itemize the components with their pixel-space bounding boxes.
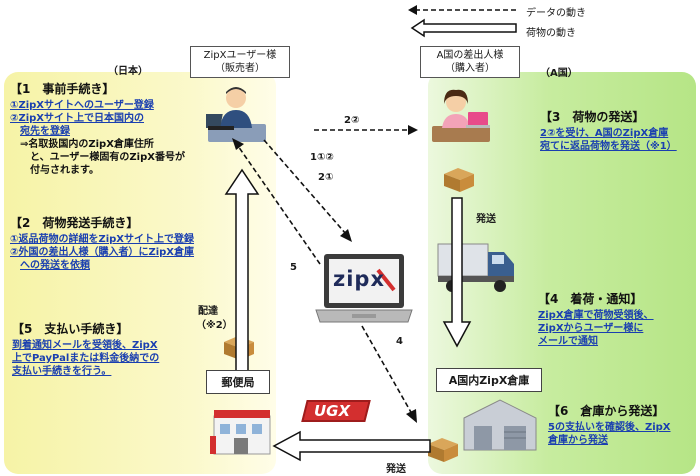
ugx-logo: UGX: [314, 402, 351, 420]
user-label-line2: （販売者）: [215, 63, 265, 74]
step-1-title: 【1 事前手続き】: [10, 82, 115, 96]
step-1-line1: ①ZipXサイトへのユーザー登録: [10, 100, 154, 111]
step-3-line1: 2②を受け、A国のZipX倉庫: [540, 128, 669, 139]
step-2-line2: ②外国の差出人様（購入者）にZipX倉庫: [10, 247, 195, 258]
sender-label: A国の差出人様 （購入者）: [420, 46, 520, 78]
parcel-icon-a: [444, 168, 474, 192]
step-5-line1: 到着通知メールを受領後、ZipX: [12, 340, 158, 351]
step-2: 【2 荷物発送手続き】 ①返品荷物の詳細をZipXサイト上で登録 ②外国の差出人…: [10, 214, 240, 272]
sender-person-icon: [432, 89, 490, 142]
step-1-line4: ⇒名取扱国内のZipX倉庫住所: [20, 139, 154, 150]
region-japan: （日本）: [108, 66, 148, 77]
parcel-icon-warehouse: [428, 438, 458, 462]
step-6: 【6 倉庫から発送】 5の支払いを確認後、ZipX 倉庫から発送: [548, 402, 694, 447]
step-1-line2: ②ZipXサイト上で日本国内の: [10, 113, 145, 124]
arrow-label-21: 2①: [318, 172, 334, 183]
step-4-title: 【4 着荷・通知】: [538, 292, 643, 306]
step-6-line2: 倉庫から発送: [548, 435, 608, 446]
sender-label-line1: A国の差出人様: [436, 50, 504, 61]
step-5-line2: 上でPayPalまたは料金後納での: [12, 353, 160, 364]
legend-arrows: [408, 5, 517, 38]
arrow-label-deliver: 配達: [198, 306, 218, 317]
arrow-label-ship-bottom: 発送: [386, 464, 406, 475]
step-6-title: 【6 倉庫から発送】: [548, 404, 665, 418]
step-3-title: 【3 荷物の発送】: [540, 110, 645, 124]
arrow-label-deliver-note: （※2）: [196, 320, 233, 331]
step-2-line1: ①返品荷物の詳細をZipXサイト上で登録: [10, 234, 195, 245]
step-3: 【3 荷物の発送】 2②を受け、A国のZipX倉庫 宛てに返品荷物を発送（※1）: [540, 108, 694, 153]
zipx-laptop-icon: [315, 254, 413, 323]
arrow-label-5: 5: [290, 262, 297, 273]
arrow-label-22: 2②: [344, 115, 360, 126]
step-6-line1: 5の支払いを確認後、ZipX: [548, 422, 671, 433]
zipx-logo: zipx: [333, 267, 385, 291]
region-a: （A国）: [540, 68, 578, 79]
step-5: 【5 支払い手続き】 到着通知メールを受領後、ZipX 上でPayPalまたは料…: [12, 320, 198, 378]
step-5-title: 【5 支払い手続き】: [12, 322, 129, 336]
warehouse-icon: [463, 399, 537, 451]
step-1-line6: 付与されます。: [30, 165, 99, 176]
user-label-line1: ZipXユーザー様: [203, 50, 277, 61]
step-2-title: 【2 荷物発送手続き】: [10, 216, 139, 230]
step-4-line1: ZipX倉庫で荷物受領後、: [538, 310, 654, 321]
legend-data: データの動き: [526, 8, 586, 19]
post-office-label: 郵便局: [206, 370, 270, 394]
step-3-line2: 宛てに返品荷物を発送（※1）: [540, 141, 677, 152]
arrow-label-112: 1①②: [310, 152, 334, 163]
warehouse-label: A国内ZipX倉庫: [436, 368, 542, 392]
arrow-label-ship-a: 発送: [476, 214, 496, 225]
step-4-line3: メールで通知: [538, 336, 598, 347]
step-4-line2: ZipXからユーザー様に: [538, 323, 644, 334]
sender-label-line2: （購入者）: [445, 63, 495, 74]
legend-goods: 荷物の動き: [526, 28, 576, 39]
step-4: 【4 着荷・通知】 ZipX倉庫で荷物受領後、 ZipXからユーザー様に メール…: [538, 290, 694, 348]
user-person-icon: [206, 87, 266, 142]
step-2-line3: への発送を依頼: [20, 260, 90, 271]
step-1-line5: と、ユーザー様固有のZipX番号が: [30, 152, 185, 163]
step-1: 【1 事前手続き】 ①ZipXサイトへのユーザー登録 ②ZipXサイト上で日本国…: [10, 80, 210, 177]
step-5-line3: 支払い手続きを行う。: [12, 366, 112, 377]
arrow-label-4: 4: [396, 336, 403, 347]
step-1-line3: 宛先を登録: [20, 126, 70, 137]
post-office-icon: [210, 410, 271, 455]
user-label: ZipXユーザー様 （販売者）: [190, 46, 290, 78]
